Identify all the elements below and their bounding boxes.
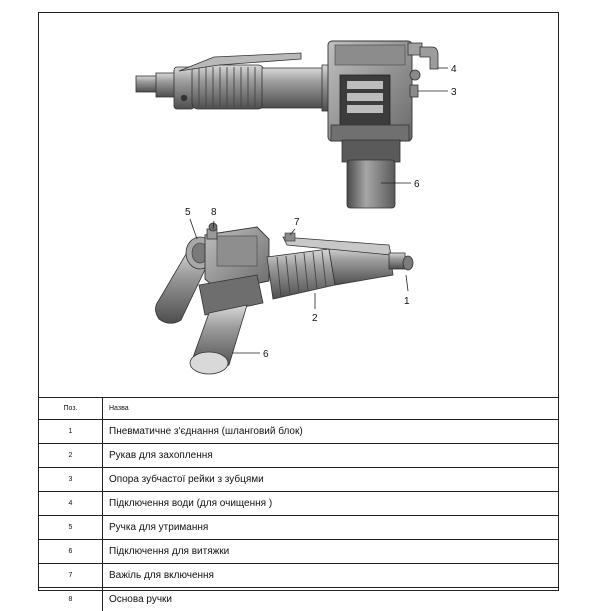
row-pos: 7 xyxy=(39,564,103,588)
table-row: 4 Підключення води (для очищення ) xyxy=(39,492,558,516)
callout-7: 7 xyxy=(294,217,300,228)
parts-table: Поз. Назва 1 Пневматичне з'єднання (шлан… xyxy=(39,397,558,611)
row-name: Ручка для утримання xyxy=(103,516,559,540)
table-row: 6 Підключення для витяжки xyxy=(39,540,558,564)
row-name: Основа ручки xyxy=(103,588,559,611)
row-pos: 2 xyxy=(39,444,103,468)
callout-2: 2 xyxy=(312,313,318,324)
table-header-row: Поз. Назва xyxy=(39,398,558,420)
row-pos: 3 xyxy=(39,468,103,492)
header-pos: Поз. xyxy=(39,398,103,420)
row-name: Рукав для захоплення xyxy=(103,444,559,468)
callout-1: 1 xyxy=(404,296,410,307)
row-name: Опора зубчастої рейки з зубцями xyxy=(103,468,559,492)
table-row: 2 Рукав для захоплення xyxy=(39,444,558,468)
row-name: Важіль для включення xyxy=(103,564,559,588)
header-name: Назва xyxy=(103,398,559,420)
table-row: 1 Пневматичне з'єднання (шланговий блок) xyxy=(39,420,558,444)
callout-6b: 6 xyxy=(263,349,269,360)
row-pos: 4 xyxy=(39,492,103,516)
row-pos: 8 xyxy=(39,588,103,611)
bottom-tool-view: 5 8 7 1 2 6 xyxy=(156,207,414,374)
table-row: 3 Опора зубчастої рейки з зубцями xyxy=(39,468,558,492)
callout-5: 5 xyxy=(185,207,191,218)
row-name: Пневматичне з'єднання (шланговий блок) xyxy=(103,420,559,444)
callout-4: 4 xyxy=(451,64,457,75)
document-frame: 4 3 6 xyxy=(38,12,559,591)
callout-3: 3 xyxy=(451,87,457,98)
row-pos: 5 xyxy=(39,516,103,540)
top-tool-view: 4 3 6 xyxy=(136,41,457,208)
table-row: 8 Основа ручки xyxy=(39,588,558,611)
table-row: 7 Важіль для включення xyxy=(39,564,558,588)
tool-illustration: 4 3 6 xyxy=(39,13,558,397)
row-name: Підключення води (для очищення ) xyxy=(103,492,559,516)
callout-6: 6 xyxy=(414,179,420,190)
callout-8: 8 xyxy=(211,207,217,218)
row-pos: 1 xyxy=(39,420,103,444)
row-pos: 6 xyxy=(39,540,103,564)
table-row: 5 Ручка для утримання xyxy=(39,516,558,540)
row-name: Підключення для витяжки xyxy=(103,540,559,564)
